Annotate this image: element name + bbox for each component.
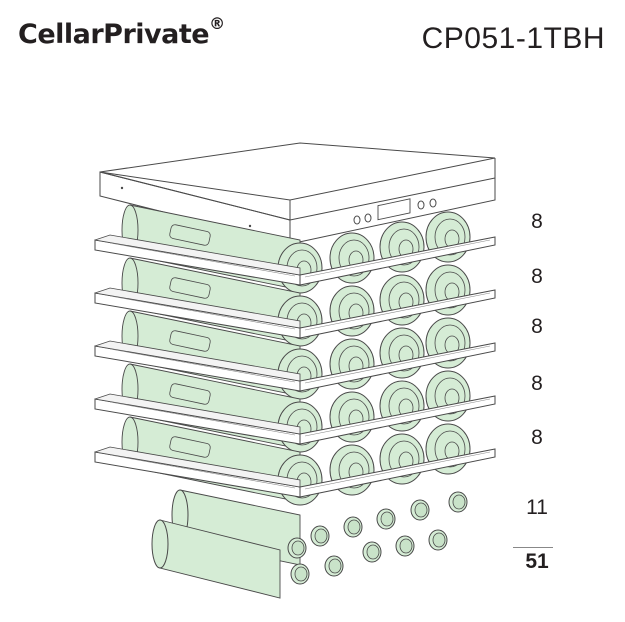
- row-count-2: 8: [531, 265, 543, 288]
- bottom-bottles: [151, 489, 468, 599]
- brand-name: CellarPrivate: [18, 19, 210, 50]
- row-count-5: 8: [531, 426, 543, 449]
- model-number: CP051-1TBH: [421, 22, 605, 55]
- row-count-3: 8: [531, 315, 543, 338]
- total-count: 51: [525, 550, 549, 573]
- row-count-1: 8: [531, 210, 543, 233]
- registered-mark: ®: [209, 14, 225, 33]
- row-count-bottom: 11: [526, 496, 548, 519]
- row-count-4: 8: [531, 372, 543, 395]
- total-divider: [513, 547, 553, 548]
- brand-logo: CellarPrivate®: [18, 14, 225, 50]
